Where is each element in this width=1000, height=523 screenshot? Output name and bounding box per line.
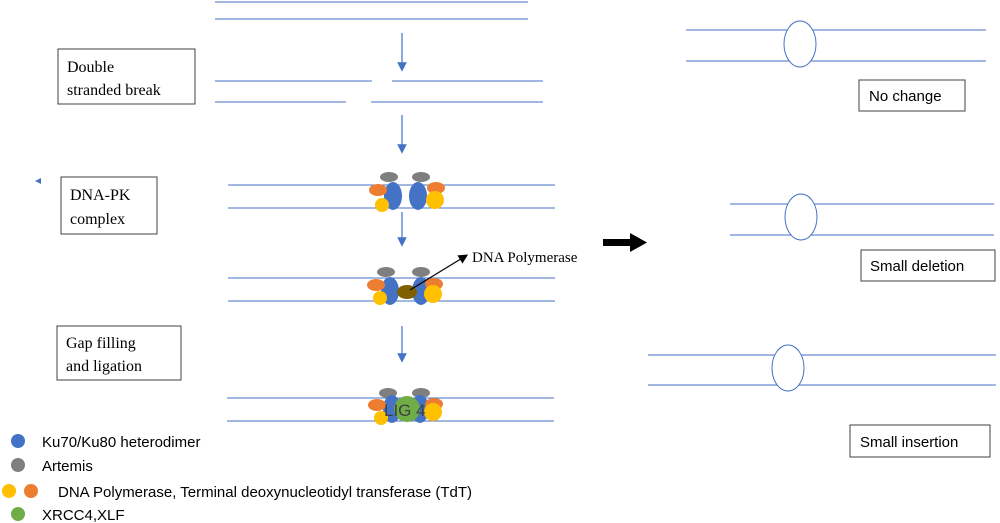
svg-text:XRCC4,XLF: XRCC4,XLF bbox=[42, 507, 125, 523]
broken-dna bbox=[215, 80, 543, 103]
legend-artemis: Artemis bbox=[11, 458, 93, 475]
outcome-small-insertion-dna bbox=[648, 344, 996, 392]
polymerase-pointer-arrow bbox=[409, 254, 469, 291]
outcome-small-deletion-dna bbox=[730, 193, 994, 241]
small-triangle-marker bbox=[35, 178, 41, 184]
svg-text:Double: Double bbox=[67, 59, 114, 76]
legend-xrcc4: XRCC4,XLF bbox=[11, 507, 125, 523]
legend-ku: Ku70/Ku80 heterodimer bbox=[11, 434, 200, 451]
svg-text:stranded break: stranded break bbox=[67, 82, 161, 99]
outcome-no-change: No change bbox=[858, 79, 966, 112]
intact-dna bbox=[215, 1, 528, 20]
polymerase-proteins bbox=[367, 267, 443, 305]
lig4-label: LIG 4 bbox=[384, 401, 426, 420]
svg-text:DNA-PK: DNA-PK bbox=[70, 187, 131, 204]
svg-text:Ku70/Ku80 heterodimer: Ku70/Ku80 heterodimer bbox=[42, 434, 200, 451]
step-box-gap-filling: Gap filling and ligation bbox=[56, 325, 182, 381]
dna-polymerase-label: DNA Polymerase bbox=[472, 250, 578, 266]
outcome-small-deletion: Small deletion bbox=[860, 249, 996, 282]
svg-text:Artemis: Artemis bbox=[42, 458, 93, 475]
ligation-proteins bbox=[368, 388, 443, 425]
dna-pk-proteins bbox=[369, 172, 445, 212]
svg-text:Gap filling: Gap filling bbox=[66, 335, 136, 352]
step-box-dna-pk: DNA-PK complex bbox=[60, 176, 158, 235]
outcome-small-insertion: Small insertion bbox=[849, 424, 991, 458]
svg-text:Small deletion: Small deletion bbox=[870, 258, 964, 275]
svg-text:No change: No change bbox=[869, 88, 942, 105]
svg-text:complex: complex bbox=[70, 211, 125, 228]
svg-text:DNA Polymerase, Terminal deoxy: DNA Polymerase, Terminal deoxynucleotidy… bbox=[58, 484, 472, 501]
step-box-double-strand-break: Double stranded break bbox=[57, 48, 196, 105]
svg-text:and ligation: and ligation bbox=[66, 358, 142, 375]
legend-polymerase: DNA Polymerase, Terminal deoxynucleotidy… bbox=[2, 484, 472, 501]
outcome-arrow bbox=[603, 233, 647, 252]
outcome-no-change-dna bbox=[686, 20, 986, 68]
svg-text:Small insertion: Small insertion bbox=[860, 434, 958, 451]
legend: Ku70/Ku80 heterodimer Artemis DNA Polyme… bbox=[2, 434, 472, 523]
